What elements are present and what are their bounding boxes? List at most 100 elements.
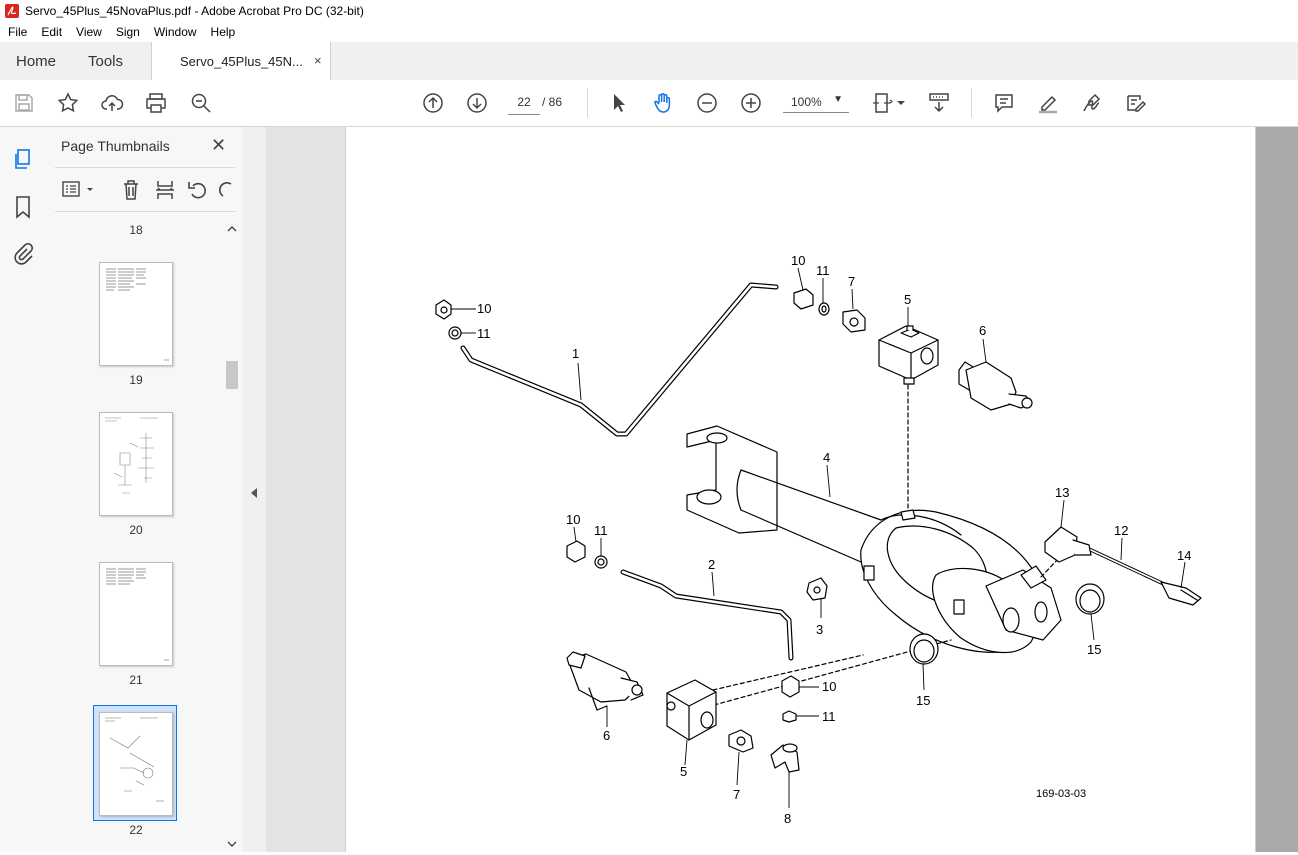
- callout-10: 10: [566, 512, 580, 527]
- thumbnail-preview: [106, 568, 169, 661]
- page-fit-dropdown-icon[interactable]: [895, 91, 907, 115]
- thumbnails-panel: Page Thumbnails ✕ 18 19: [45, 127, 243, 852]
- callout-2: 2: [708, 557, 715, 572]
- callout-11: 11: [477, 326, 491, 341]
- rotate-right-icon[interactable]: [219, 178, 233, 202]
- title-bar: Servo_45Plus_45NovaPlus.pdf - Adobe Acro…: [0, 0, 1298, 22]
- fill-sign-icon[interactable]: [1124, 91, 1148, 115]
- delete-trash-icon[interactable]: [120, 178, 142, 202]
- callout-7: 7: [733, 787, 740, 802]
- previous-page-icon[interactable]: [421, 91, 445, 115]
- figure-id: 169-03-03: [1036, 788, 1086, 800]
- callout-13: 13: [1055, 485, 1069, 500]
- page-fit-icon[interactable]: [871, 91, 895, 115]
- page-thumbnails-icon[interactable]: [12, 148, 34, 170]
- zoom-value: 100%: [791, 95, 822, 109]
- thumbnail-label: 20: [129, 523, 143, 537]
- acrobat-logo-icon: [5, 4, 19, 18]
- thumbnail-preview: [105, 417, 158, 494]
- save-icon[interactable]: [12, 91, 36, 115]
- close-icon[interactable]: ✕: [211, 135, 227, 155]
- select-arrow-icon[interactable]: [607, 91, 631, 115]
- bookmark-icon[interactable]: [12, 195, 34, 219]
- callout-11: 11: [816, 263, 830, 278]
- callout-5: 5: [904, 292, 911, 307]
- thumbnail-page[interactable]: [99, 262, 173, 366]
- callout-1: 1: [572, 346, 579, 361]
- menu-sign[interactable]: Sign: [115, 25, 140, 39]
- window-title: Servo_45Plus_45NovaPlus.pdf - Adobe Acro…: [25, 4, 364, 18]
- menu-file[interactable]: File: [8, 25, 28, 39]
- tab-close-icon[interactable]: ×: [314, 53, 322, 68]
- menu-edit[interactable]: Edit: [41, 25, 63, 39]
- menu-bar: File Edit View Sign Window Help: [0, 22, 1298, 42]
- thumbnail-page[interactable]: [99, 412, 173, 516]
- star-icon[interactable]: [56, 91, 80, 115]
- toolbar-divider: [587, 88, 588, 118]
- page-total: / 86: [542, 95, 563, 109]
- highlight-pen-icon[interactable]: [1036, 91, 1060, 115]
- collapse-arrow-icon: [251, 488, 257, 498]
- menu-help[interactable]: Help: [210, 25, 236, 39]
- thumbnail-options-icon[interactable]: [61, 179, 97, 201]
- insert-page-icon[interactable]: [154, 178, 176, 202]
- callout-8: 8: [784, 811, 791, 826]
- scroll-mode-icon[interactable]: [927, 91, 951, 115]
- callout-6: 6: [603, 728, 610, 743]
- draw-signature-icon[interactable]: [1080, 91, 1104, 115]
- toolbar-divider: [971, 88, 972, 118]
- next-page-icon[interactable]: [465, 91, 489, 115]
- attachment-paperclip-icon[interactable]: [12, 241, 34, 265]
- exploded-parts-diagram: 10 11 1 10 11 7 5 6 4 13 12 14 10 11 2 3…: [435, 253, 1202, 826]
- thumbnail-scrollbar[interactable]: [225, 222, 239, 852]
- panel-collapse-handle[interactable]: [242, 127, 266, 852]
- menu-window[interactable]: Window: [153, 25, 197, 39]
- thumbnail-preview: [105, 717, 164, 802]
- callout-15: 15: [1087, 642, 1101, 657]
- callout-10: 10: [822, 679, 836, 694]
- chevron-down-icon: ▼: [833, 94, 843, 105]
- menu-view[interactable]: View: [76, 25, 102, 39]
- thumbnail-tools: [59, 177, 234, 203]
- callout-3: 3: [816, 622, 823, 637]
- callout-5: 5: [680, 764, 687, 779]
- zoom-search-icon[interactable]: [189, 91, 213, 115]
- callout-4: 4: [823, 450, 830, 465]
- cloud-upload-icon[interactable]: [100, 91, 124, 115]
- panel-divider: [55, 167, 235, 168]
- zoom-in-icon[interactable]: [739, 91, 763, 115]
- left-rail: [0, 127, 46, 852]
- page-number-input[interactable]: [508, 90, 540, 115]
- thumbnail-label: 21: [129, 673, 143, 687]
- panel-title: Page Thumbnails: [61, 138, 170, 154]
- tab-tools[interactable]: Tools: [88, 53, 124, 70]
- print-icon[interactable]: [144, 91, 168, 115]
- callout-10: 10: [791, 253, 805, 268]
- tab-document-label: Servo_45Plus_45N...: [180, 54, 303, 69]
- callout-11: 11: [822, 709, 836, 724]
- tab-home[interactable]: Home: [16, 53, 57, 70]
- thumbnail-label: 22: [129, 823, 143, 837]
- callout-15: 15: [916, 693, 930, 708]
- tab-document[interactable]: Servo_45Plus_45N... ×: [151, 42, 331, 81]
- thumbnail-label: 18: [129, 223, 143, 237]
- panel-divider: [55, 211, 235, 212]
- callout-12: 12: [1114, 523, 1128, 538]
- zoom-select[interactable]: 100% ▼: [783, 90, 849, 113]
- hand-tool-icon[interactable]: [651, 91, 675, 115]
- viewer-margin: [1255, 127, 1298, 852]
- tab-bar: Home Tools Servo_45Plus_45N... ×: [0, 42, 1298, 81]
- thumbnail-preview: [106, 268, 169, 361]
- callout-6: 6: [979, 323, 986, 338]
- rotate-left-icon[interactable]: [186, 178, 208, 202]
- thumbnail-page[interactable]: [99, 562, 173, 666]
- thumbnail-page-selected[interactable]: [99, 712, 173, 816]
- callout-7: 7: [848, 274, 855, 289]
- callout-14: 14: [1177, 548, 1191, 563]
- callout-10: 10: [477, 301, 491, 316]
- callout-11: 11: [594, 523, 608, 538]
- thumbnail-label: 19: [129, 373, 143, 387]
- comment-icon[interactable]: [992, 91, 1016, 115]
- zoom-out-icon[interactable]: [695, 91, 719, 115]
- main-toolbar: [0, 80, 1298, 127]
